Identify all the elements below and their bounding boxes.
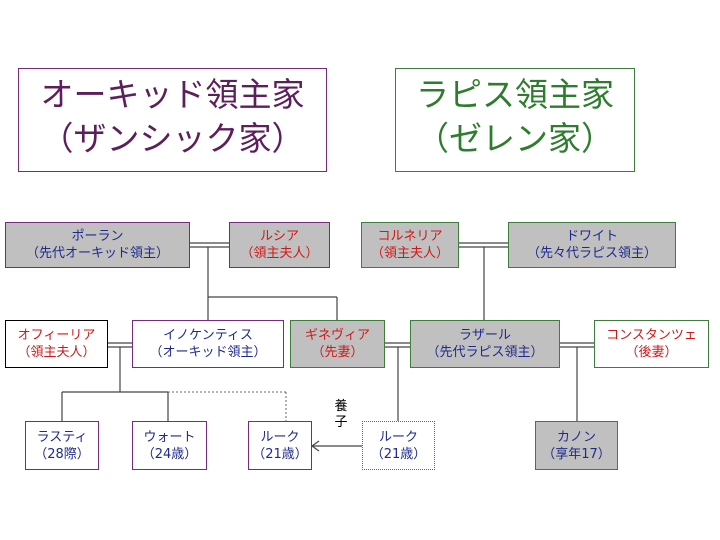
cornelia-role: （領主夫人） xyxy=(370,246,449,261)
adoption-note-char2: 子 xyxy=(334,415,348,430)
person-lucia: ルシア （領主夫人） xyxy=(229,222,330,268)
pauran-name: ポーラン xyxy=(71,229,124,244)
luke-orchid-name: ルーク xyxy=(260,429,300,445)
luke-lapis-name: ルーク xyxy=(378,429,418,445)
kanon-name: カノン xyxy=(556,429,596,445)
ophelia-role: （領主夫人） xyxy=(17,345,96,360)
person-dwight: ドワイト （先々代ラピス領主） xyxy=(508,222,676,268)
rusty-role: （28際） xyxy=(34,446,90,462)
lucia-role: （領主夫人） xyxy=(240,246,319,261)
orchid-family-title: オーキッド領主家 （ザンシック家） xyxy=(18,68,327,172)
walt-name: ウォート xyxy=(143,429,196,445)
adoption-arrowhead xyxy=(310,440,320,452)
cornelia-name: コルネリア xyxy=(377,229,443,244)
adoption-note-char1: 養 xyxy=(334,399,348,414)
kanon-role: （享年17） xyxy=(542,446,611,462)
lazar-role: （先代ラピス領主） xyxy=(426,345,544,360)
orchid-title-line2: （ザンシック家） xyxy=(40,119,305,158)
genevia-name: ギネヴィア xyxy=(304,328,370,343)
luke-orchid-role: （21歳） xyxy=(252,446,308,462)
person-constanze: コンスタンツェ （後妻） xyxy=(594,320,709,368)
walt-role: （24歳） xyxy=(141,446,198,462)
innocentis-name: イノケンティス xyxy=(163,328,253,343)
person-rusty: ラスティ （28際） xyxy=(25,421,99,470)
lapis-family-title: ラピス領主家 （ゼレン家） xyxy=(395,68,635,172)
pauran-role: （先代オーキッド領主） xyxy=(25,246,169,261)
lucia-name: ルシア xyxy=(259,229,299,244)
adoption-note: 養 子 xyxy=(333,399,349,431)
person-ophelia: オフィーリア （領主夫人） xyxy=(5,320,108,368)
orchid-title-line1: オーキッド領主家 xyxy=(40,75,305,114)
constanze-name: コンスタンツェ xyxy=(606,328,697,343)
person-walt: ウォート （24歳） xyxy=(132,421,207,470)
innocentis-role: （オーキッド領主） xyxy=(149,345,267,360)
luke-lapis-role: （21歳） xyxy=(370,446,427,462)
person-genevia: ギネヴィア （先妻） xyxy=(290,320,385,368)
person-pauran: ポーラン （先代オーキッド領主） xyxy=(5,222,190,268)
lapis-title-line2: （ゼレン家） xyxy=(416,119,614,158)
lazar-name: ラザール xyxy=(458,328,511,343)
dwight-role: （先々代ラピス領主） xyxy=(526,246,657,261)
person-luke-lapis: ルーク （21歳） xyxy=(362,421,435,470)
person-lazar: ラザール （先代ラピス領主） xyxy=(410,320,560,368)
lapis-title-line1: ラピス領主家 xyxy=(416,75,614,114)
person-cornelia: コルネリア （領主夫人） xyxy=(361,222,459,268)
person-luke-orchid: ルーク （21歳） xyxy=(248,421,312,470)
constanze-role: （後妻） xyxy=(625,345,678,360)
ophelia-name: オフィーリア xyxy=(17,328,96,343)
person-kanon: カノン （享年17） xyxy=(535,421,618,470)
person-innocentis: イノケンティス （オーキッド領主） xyxy=(132,320,284,368)
dwight-name: ドワイト xyxy=(565,229,618,244)
genevia-role: （先妻） xyxy=(311,345,364,360)
rusty-name: ラスティ xyxy=(36,429,88,445)
